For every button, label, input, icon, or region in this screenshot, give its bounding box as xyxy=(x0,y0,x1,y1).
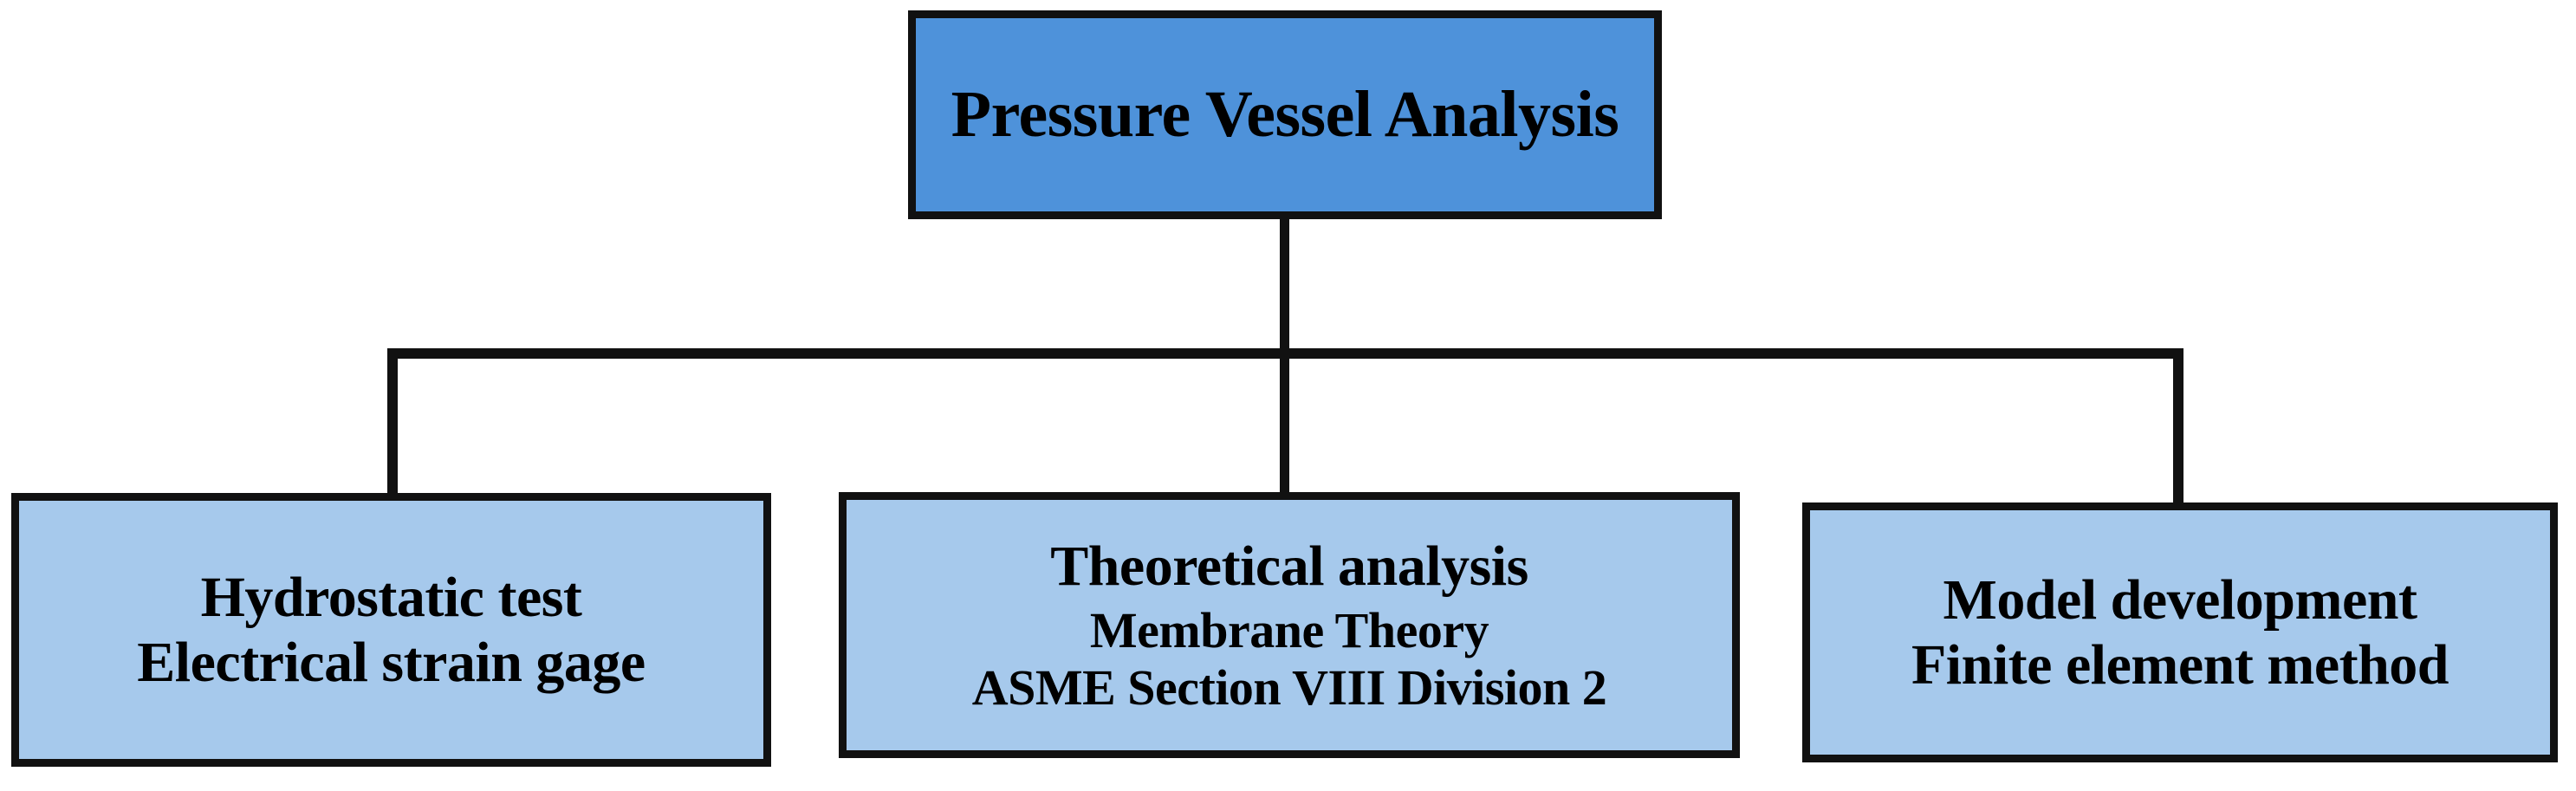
node-theoretical-line-2: Membrane Theory xyxy=(1089,602,1489,658)
node-theoretical-line-3: ASME Section VIII Division 2 xyxy=(971,659,1607,716)
node-model-development[interactable]: Model development Finite element method xyxy=(1802,502,2558,762)
connector-horizontal-bar xyxy=(387,348,2183,359)
node-pressure-vessel-analysis[interactable]: Pressure Vessel Analysis xyxy=(908,10,1662,219)
node-theoretical-line-1: Theoretical analysis xyxy=(1050,534,1528,598)
node-root-label: Pressure Vessel Analysis xyxy=(951,78,1619,152)
node-hydrostatic-line-2: Electrical strain gage xyxy=(137,631,646,694)
node-hydrostatic-line-1: Hydrostatic test xyxy=(200,565,582,629)
connector-drop-left xyxy=(387,348,398,497)
node-model-line-2: Finite element method xyxy=(1911,633,2449,697)
node-theoretical-analysis[interactable]: Theoretical analysis Membrane Theory ASM… xyxy=(839,492,1740,758)
node-hydrostatic-test[interactable]: Hydrostatic test Electrical strain gage xyxy=(11,493,771,767)
node-model-line-1: Model development xyxy=(1943,567,2417,632)
connector-drop-right xyxy=(2173,348,2183,507)
